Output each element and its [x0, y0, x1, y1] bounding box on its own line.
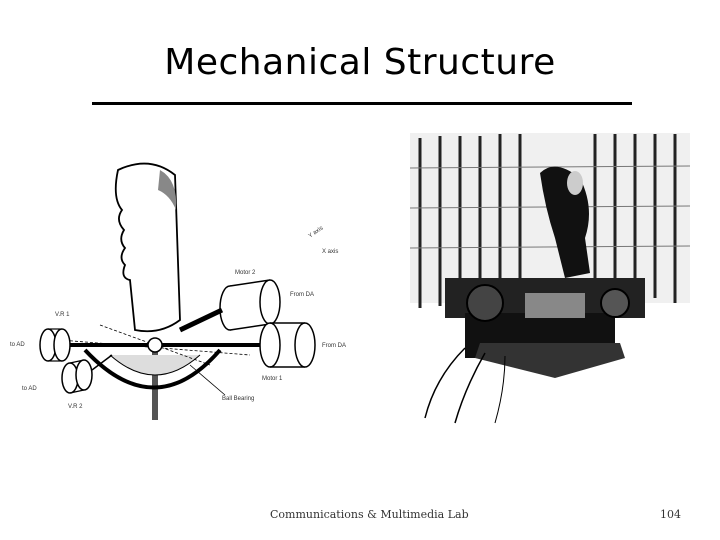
page-number: 104	[660, 508, 681, 521]
label-from-da-2: From DA	[322, 343, 346, 349]
label-from-da-1: From DA	[290, 292, 314, 298]
label-y-axis: Y axis	[308, 225, 325, 239]
label-x-axis: X axis	[322, 249, 338, 255]
label-to-ad-2: to AD	[22, 386, 37, 392]
title-rule	[92, 102, 632, 105]
joystick-mechanism-diagram: Y axis X axis Motor 2 From DA From DA Mo…	[10, 162, 346, 420]
label-vr1: V.R 1	[55, 312, 70, 318]
label-ball-bearing: Ball Bearing	[222, 396, 254, 402]
label-vr2: V.R 2	[68, 404, 83, 410]
footer-text: Communications & Multimedia Lab	[270, 508, 469, 521]
label-motor-2: Motor 2	[235, 270, 256, 276]
label-motor-1: Motor 1	[262, 376, 283, 382]
joystick-photo	[405, 128, 690, 428]
label-to-ad-1: to AD	[10, 342, 25, 348]
slide-title: Mechanical Structure	[164, 42, 556, 83]
